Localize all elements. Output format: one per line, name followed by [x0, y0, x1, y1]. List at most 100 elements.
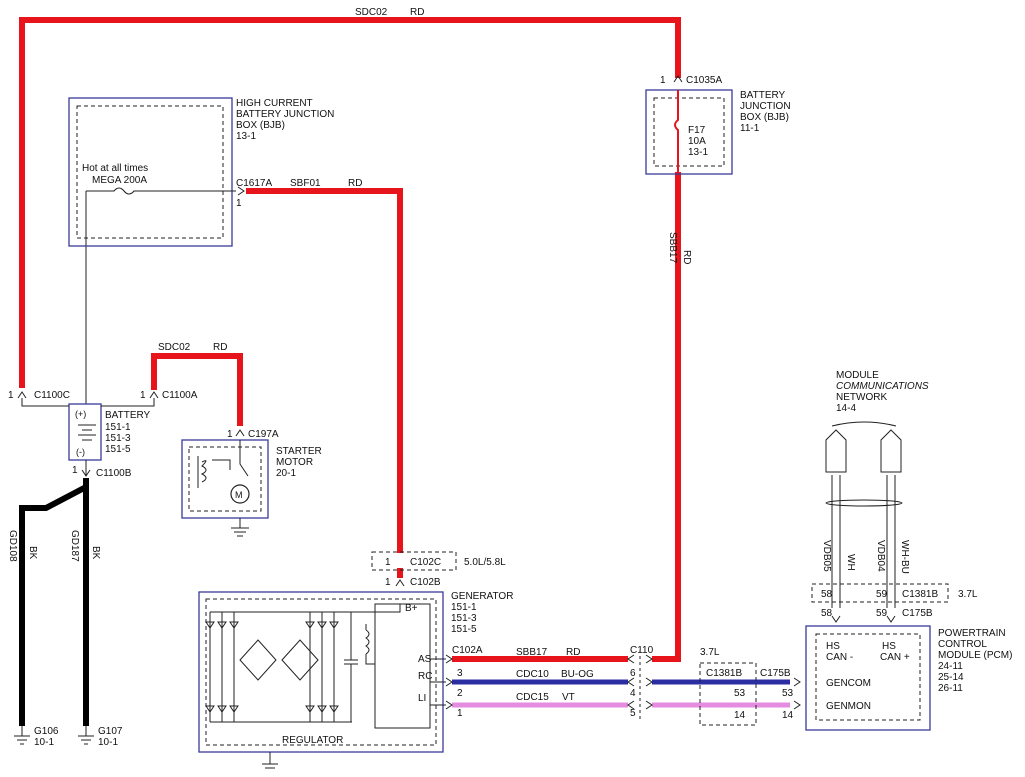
g106-name: G106 — [34, 726, 59, 737]
wire-sbf01-circuit: SBF01 — [290, 178, 321, 189]
starter-title-2: MOTOR — [276, 457, 313, 468]
wire-sbf01-color: RD — [348, 178, 362, 189]
starter-ground-icon — [231, 518, 249, 537]
wire-vdb05-circuit: VDB05 — [821, 540, 832, 572]
c102a-pin-3: 1 — [457, 708, 463, 719]
c102c-name: C102C — [410, 557, 441, 568]
c1100a-pin: 1 — [140, 390, 146, 401]
wire-sbb17-vertical-circuit: SBB17 — [667, 232, 678, 264]
pcm-title-4: 24-11 — [938, 661, 963, 672]
c1381b-left-pin-2: 14 — [734, 710, 746, 721]
fuse-icon — [86, 187, 236, 195]
battery-ref-3: 151-5 — [105, 444, 131, 455]
generator-title: GENERATOR — [451, 591, 513, 602]
wire-vdb04[interactable] — [886, 475, 896, 608]
wire-gd187-circuit: GD187 — [69, 530, 80, 562]
starter-motor: M — [181, 439, 269, 519]
wire-gd108-circuit: GD108 — [7, 530, 18, 562]
battery: (+) (-) — [68, 403, 102, 461]
motor-icon — [230, 484, 250, 504]
c1381b-left-pin-1: 53 — [734, 688, 746, 699]
battery-title: BATTERY — [105, 410, 151, 421]
hcbjb-hot-label: Hot at all times — [82, 163, 148, 174]
bjb-title-3: BOX (BJB) — [740, 112, 789, 123]
c1100a-name: C1100A — [162, 390, 198, 401]
wire-gd108[interactable] — [19, 484, 88, 726]
engine-option-label: 5.0L/5.8L — [464, 557, 506, 568]
pcm-can-plus-2: CAN + — [880, 652, 910, 663]
hcbjb-title-2: BATTERY JUNCTION — [236, 109, 334, 120]
wire-vdb04-color: WH-BU — [899, 540, 910, 574]
pcm-genmon: GENMON — [826, 701, 871, 712]
c1617a-pin: 1 — [236, 198, 242, 209]
c102b-name: C102B — [410, 577, 441, 588]
battery-plus: (+) — [75, 409, 86, 419]
c110-pin-1: 6 — [630, 668, 636, 679]
connector-icon — [831, 615, 896, 623]
c110-name: C110 — [630, 645, 654, 656]
mcn-title-2: COMMUNICATIONS — [836, 381, 929, 392]
wire-sbb17-vertical-color: RD — [681, 250, 692, 264]
connector-icon — [793, 677, 801, 710]
hcbjb-fuse-label: MEGA 200A — [92, 175, 147, 186]
c102b-pin: 1 — [385, 577, 391, 588]
wire-gd108-color: BK — [27, 546, 38, 560]
wire-gd187-color: BK — [90, 546, 101, 560]
battery-icon — [78, 424, 96, 441]
option-37l-b: 3.7L — [958, 589, 978, 600]
solenoid-icon — [197, 440, 249, 488]
gen-terminal-as: AS — [418, 654, 432, 665]
ground-icon — [14, 726, 30, 745]
c175b-left-name: C175B — [760, 668, 791, 679]
bjb-title-1: BATTERY — [740, 90, 786, 101]
connector-icon — [627, 654, 653, 710]
c175b-left-pin-2: 14 — [782, 710, 794, 721]
wire-sdc02-top-circuit: SDC02 — [355, 7, 388, 18]
diode-icon — [205, 621, 239, 713]
gen-terminal-rc: RC — [418, 671, 432, 682]
wire-vdb05[interactable] — [831, 475, 841, 608]
generator-ref-2: 151-3 — [451, 613, 477, 624]
generator — [198, 591, 446, 769]
c1035a-pin: 1 — [660, 75, 666, 86]
wire-vdb04-circuit: VDB04 — [875, 540, 886, 572]
c197a-pin: 1 — [227, 429, 233, 440]
wire-sdc02-top[interactable] — [19, 17, 681, 388]
hcbjb: Hot at all times MEGA 200A — [68, 97, 236, 247]
starter-title-3: 20-1 — [276, 468, 296, 479]
connector-icon — [17, 391, 27, 399]
wire-sdc02-starter-circuit: SDC02 — [158, 342, 191, 353]
c197a-name: C197A — [248, 429, 279, 440]
c1100b-pin: 1 — [72, 465, 78, 476]
c102c-pin: 1 — [385, 557, 391, 568]
wire-sbb17-gen-color: RD — [566, 647, 580, 658]
connector-icon — [395, 579, 405, 587]
rectifier-icon — [209, 604, 401, 723]
wire-sdc02-starter-color: RD — [213, 342, 227, 353]
c102a-pin-1: 3 — [457, 668, 463, 679]
wire-cdc10-circuit: CDC10 — [516, 669, 549, 680]
starter-title-1: STARTER — [276, 446, 322, 457]
pcm-gencom: GENCOM — [826, 678, 871, 689]
network-arrow-icon — [825, 429, 847, 473]
c175b-right-name: C175B — [902, 608, 933, 619]
pcm-title-6: 26-11 — [938, 683, 963, 694]
option-37l-a: 3.7L — [700, 647, 720, 658]
bjb: F17 10A 13-1 — [645, 89, 733, 175]
wire-cdc15-circuit: CDC15 — [516, 692, 549, 703]
fuse-icon — [674, 90, 679, 172]
connector-icon — [235, 429, 245, 437]
battery-minus: (-) — [76, 447, 85, 457]
wire-sdc02-starter[interactable] — [151, 353, 243, 426]
g107-name: G107 — [98, 726, 123, 737]
twisted-pair-icon — [825, 499, 903, 507]
hcbjb-title-3: BOX (BJB) — [236, 120, 285, 131]
wire-cdc10-color: BU-OG — [561, 669, 594, 680]
wire-sbb17-gen-circuit: SBB17 — [516, 647, 548, 658]
c102a-pin-2: 2 — [457, 688, 463, 699]
g107-ref: 10-1 — [98, 737, 118, 748]
regulator-box — [374, 603, 431, 729]
wire-sbf01[interactable] — [246, 188, 403, 553]
wire-sbb17-gen-right[interactable] — [652, 646, 681, 662]
